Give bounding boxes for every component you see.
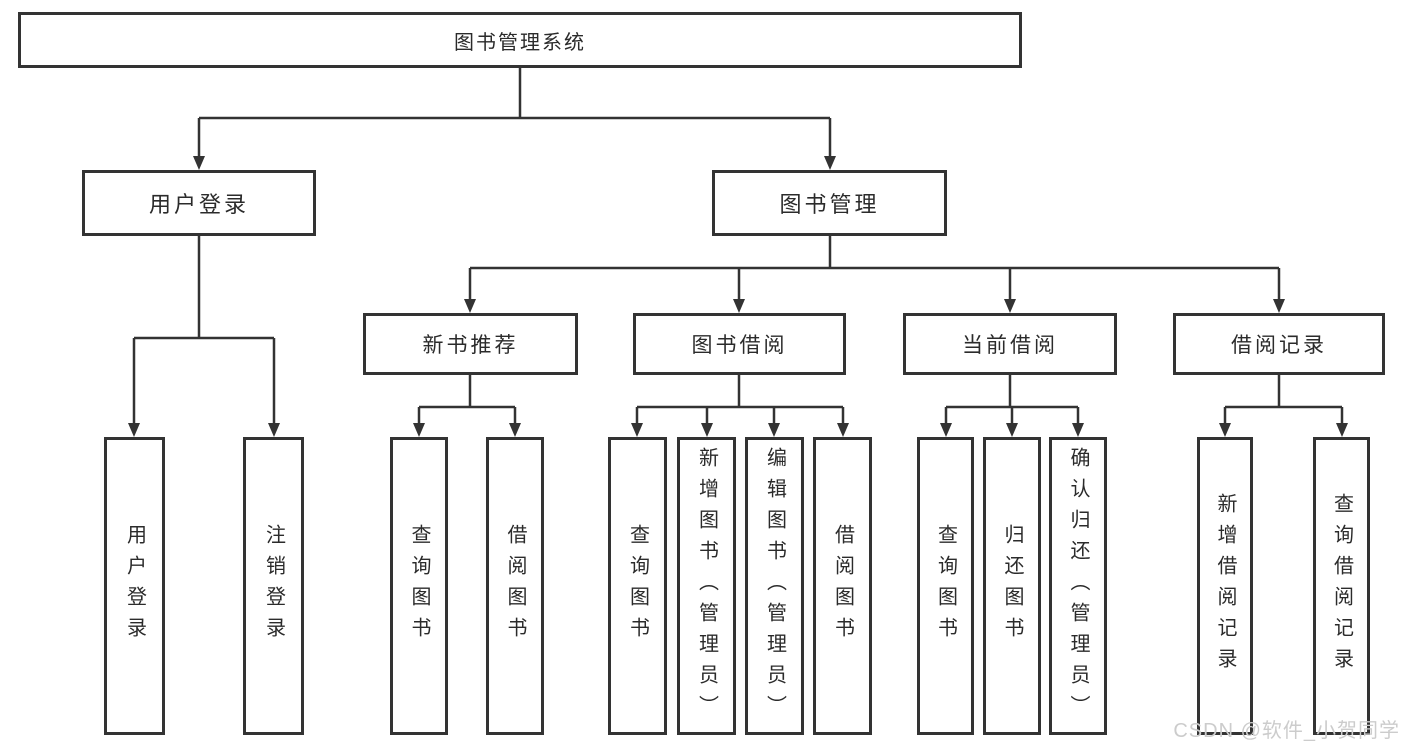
leaf-borrow-books: 借阅图书 bbox=[813, 437, 872, 735]
leaf-add-book-admin: 新增图书（管理员） bbox=[677, 437, 736, 735]
node-library-management-system: 图书管理系统 bbox=[18, 12, 1022, 68]
leaf-query-books-current: 查询图书 bbox=[917, 437, 974, 735]
leaf-edit-book-admin: 编辑图书（管理员） bbox=[745, 437, 804, 735]
node-book-management: 图书管理 bbox=[712, 170, 947, 236]
leaf-borrow-books-recommend: 借阅图书 bbox=[486, 437, 544, 735]
leaf-add-borrow-record: 新增借阅记录 bbox=[1197, 437, 1253, 735]
leaf-return-books: 归还图书 bbox=[983, 437, 1041, 735]
leaf-confirm-return-admin: 确认归还（管理员） bbox=[1049, 437, 1107, 735]
node-new-book-recommendation: 新书推荐 bbox=[363, 313, 578, 375]
leaf-query-borrow-record: 查询借阅记录 bbox=[1313, 437, 1370, 735]
leaf-query-books-borrow: 查询图书 bbox=[608, 437, 667, 735]
node-user-login: 用户登录 bbox=[82, 170, 316, 236]
csdn-watermark: CSDN @软件_小贺同学 bbox=[1173, 720, 1400, 742]
node-borrowing-records: 借阅记录 bbox=[1173, 313, 1385, 375]
leaf-user-login: 用户登录 bbox=[104, 437, 165, 735]
leaf-query-books-recommend: 查询图书 bbox=[390, 437, 448, 735]
node-current-borrowing: 当前借阅 bbox=[903, 313, 1117, 375]
leaf-logout: 注销登录 bbox=[243, 437, 304, 735]
node-book-borrowing: 图书借阅 bbox=[633, 313, 846, 375]
